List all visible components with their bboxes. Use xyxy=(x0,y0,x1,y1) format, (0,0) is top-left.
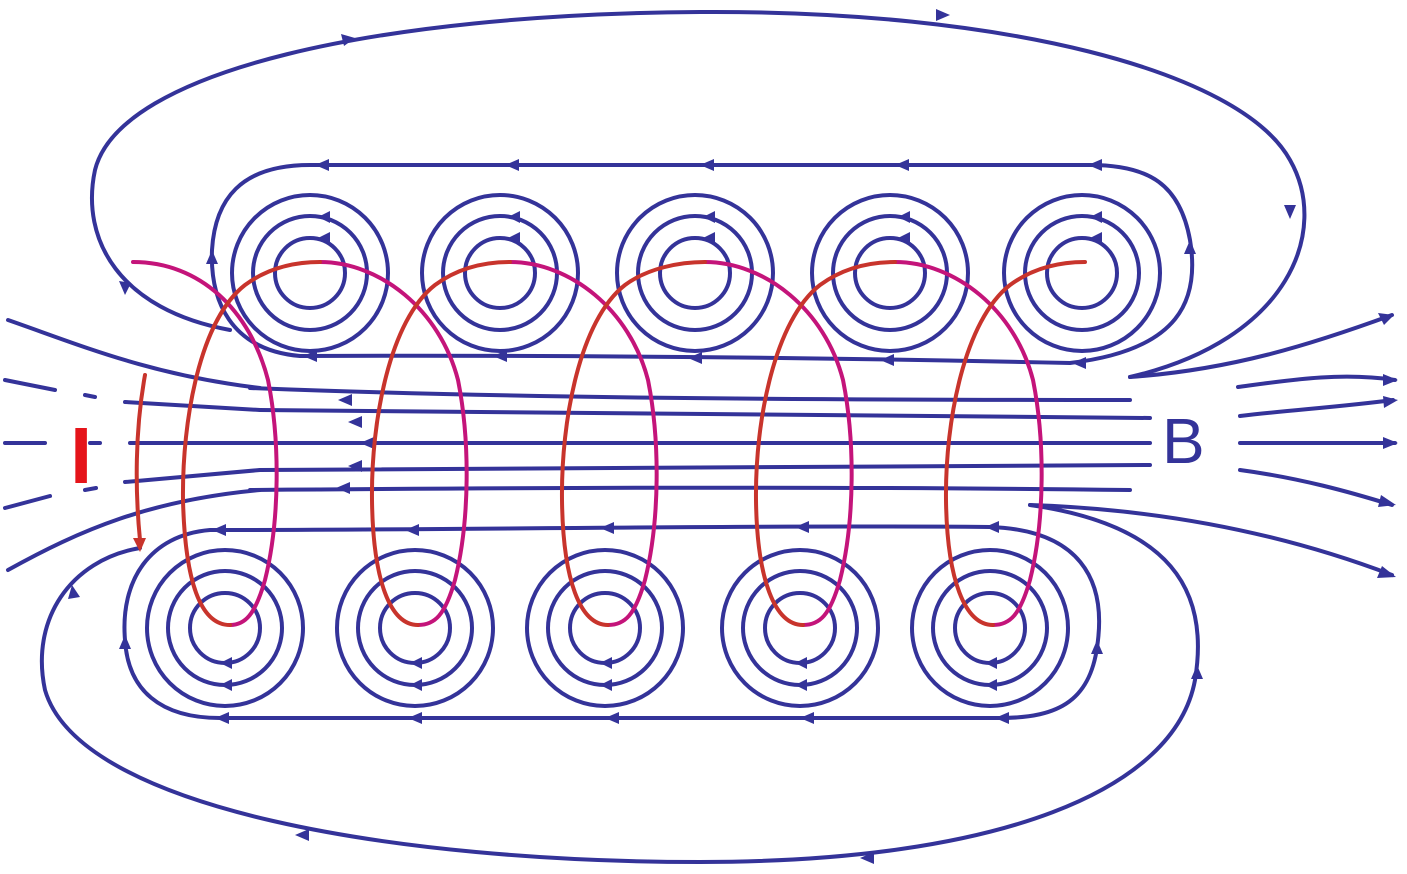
outer-field-loop-bottom xyxy=(39,503,1200,865)
field-direction-arrows xyxy=(68,9,1398,864)
current-label: I xyxy=(70,411,92,500)
interior-field-line-2 xyxy=(258,408,1152,420)
coil-back-segments xyxy=(131,260,1044,627)
top-wire-field-circles xyxy=(230,193,1162,353)
field-line-left-5 xyxy=(6,488,262,572)
field-line-right-1 xyxy=(1128,313,1394,379)
coil-front-segments xyxy=(180,260,1087,627)
interior-field-line-4 xyxy=(258,463,1152,472)
field-line-right-5 xyxy=(1238,468,1394,507)
field-line-right-3 xyxy=(1238,398,1395,418)
outer-field-loop-top xyxy=(90,9,1307,379)
field-line-left-1 xyxy=(6,318,262,390)
field-line-right-2 xyxy=(1236,374,1397,389)
magnetic-field-lines xyxy=(3,9,1397,865)
current-direction-arrow xyxy=(134,373,147,542)
interior-field-line-5 xyxy=(248,485,1132,492)
field-line-left-4 xyxy=(3,468,262,510)
solenoid-coil xyxy=(131,260,1087,627)
field-line-left-2 xyxy=(3,378,262,412)
magnetic-field-label: B xyxy=(1162,405,1205,477)
field-line-right-6 xyxy=(1028,503,1394,577)
interior-field-line-1 xyxy=(248,386,1132,402)
